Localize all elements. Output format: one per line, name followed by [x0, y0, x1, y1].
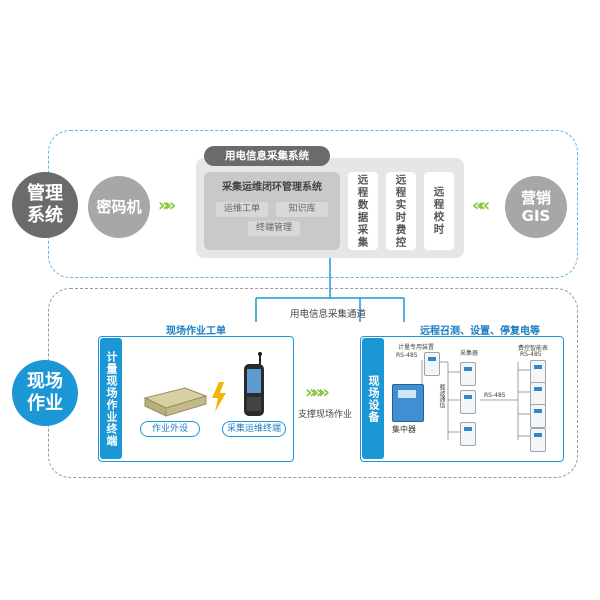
tag-knowledge-base: 知识库 — [276, 202, 328, 217]
collector-label: 采集器 — [460, 350, 479, 357]
collection-system-title: 用电信息采集系统 — [204, 146, 330, 166]
peripheral-device-icon — [143, 387, 208, 417]
smart-meter-icon-2 — [530, 382, 546, 406]
column-remote-data: 远程数据采集 — [348, 172, 378, 250]
loop-system-title: 采集运维闭环管理系统 — [222, 182, 322, 193]
peripheral-pill: 作业外设 — [140, 421, 200, 437]
channel-label: 用电信息采集通道 — [290, 309, 367, 320]
lightning-icon — [212, 382, 226, 412]
tag-terminal-mgmt: 终端管理 — [248, 221, 300, 236]
field-work-circle: 现场 作业 — [12, 360, 78, 426]
column-remote-cost-control: 远程实时费控 — [386, 172, 416, 250]
concentrator-label: 集中器 — [392, 425, 416, 434]
rs485-label-a: RS-485 — [396, 352, 418, 359]
support-label: 支撑现场作业 — [298, 410, 353, 420]
cost-meter-label: 费控智能表 — [518, 345, 549, 352]
marketing-gis-circle: 营销 GIS — [505, 176, 567, 238]
concentrator-screen — [398, 390, 416, 398]
work-order-label: 现场作业工单 — [166, 326, 226, 337]
crypto-machine-circle: 密码机 — [88, 176, 150, 238]
terminal-bar: 计量现场作业终端 — [100, 338, 122, 459]
smart-meter-icon-4 — [530, 428, 546, 452]
smart-meter-icon-3 — [530, 404, 546, 428]
carrier-label: 载波通信 — [438, 384, 445, 408]
meter-device-icon — [424, 352, 440, 376]
terminal-pill: 采集运维终端 — [222, 421, 286, 437]
handheld-terminal-icon — [244, 352, 264, 416]
meter-device-label: 计量专用装置 — [398, 344, 435, 351]
rs485-label-b: RS-485 — [484, 392, 506, 399]
collector-icon-2 — [460, 390, 476, 414]
smart-meter-icon-1 — [530, 360, 546, 384]
remote-ops-label: 远程召测、设置、停复电等 — [420, 326, 540, 337]
device-bar: 现场设备 — [362, 338, 384, 459]
management-system-circle: 管理 系统 — [12, 172, 78, 238]
column-remote-time: 远程校时 — [424, 172, 454, 250]
tag-work-order: 运维工单 — [216, 202, 268, 217]
collector-icon-1 — [460, 362, 476, 386]
collector-icon-3 — [460, 422, 476, 446]
chevron-right-icon: »»» — [305, 382, 330, 403]
rs485-label-c: RS-485 — [520, 351, 542, 358]
